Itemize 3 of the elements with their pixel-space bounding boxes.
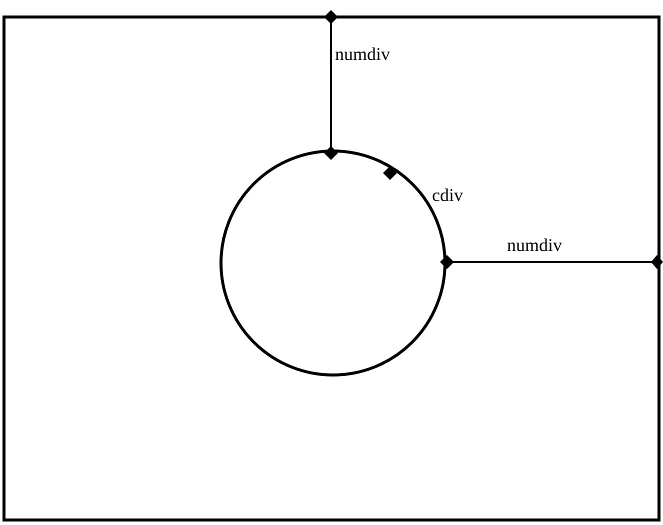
division-label: cdiv <box>432 186 463 204</box>
division-label: numdiv <box>507 236 562 254</box>
division-label: numdiv <box>335 45 390 63</box>
